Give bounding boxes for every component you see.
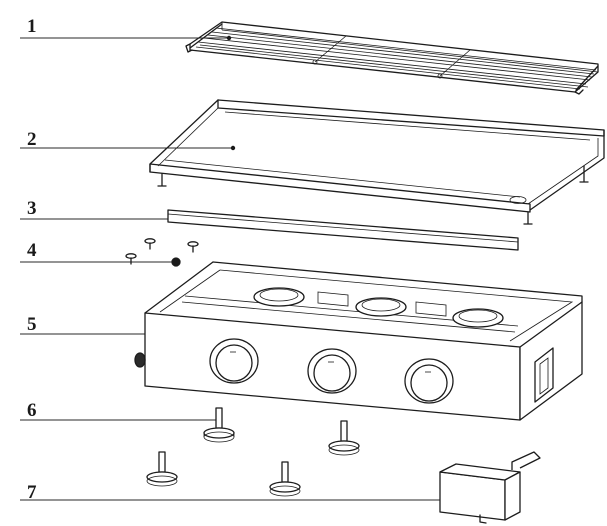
callout-1: 1 xyxy=(27,16,37,37)
callout-2: 2 xyxy=(27,129,37,150)
control-knob-2 xyxy=(307,348,357,394)
callout-7: 7 xyxy=(27,482,37,503)
control-knob-3 xyxy=(404,358,454,404)
foot-4 xyxy=(269,461,301,497)
control-knob-1 xyxy=(209,338,259,384)
part-2-griddle-plate xyxy=(149,99,605,225)
part-3-grease-bar xyxy=(167,209,519,251)
leader-2-dot xyxy=(230,145,236,151)
callout-6: 6 xyxy=(27,400,37,421)
part-5-burner-body xyxy=(134,261,583,421)
part-1-warming-rack xyxy=(185,21,599,95)
part-7-grease-tray xyxy=(439,451,541,524)
leader-1-dot xyxy=(226,35,232,41)
part-6-adjustable-feet xyxy=(146,407,360,497)
part-4-screws xyxy=(125,238,199,267)
callout-5: 5 xyxy=(27,314,37,335)
foot-3 xyxy=(146,451,178,487)
leader-lines xyxy=(20,35,453,503)
callout-3: 3 xyxy=(27,198,37,219)
foot-1 xyxy=(203,407,235,443)
foot-2 xyxy=(328,420,360,456)
callout-4: 4 xyxy=(27,240,37,261)
